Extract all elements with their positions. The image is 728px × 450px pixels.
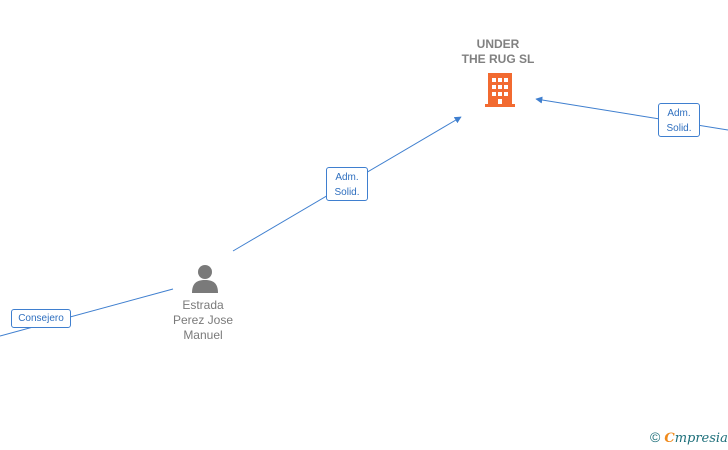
edge-label-adm-solid[interactable]: Adm.Solid. [326, 167, 368, 201]
edge-label-adm-solid-right[interactable]: Adm.Solid. [658, 103, 700, 137]
edge-left-to-person [0, 288, 174, 337]
empresia-logo: Cmpresia [664, 431, 728, 446]
edge-label-consejero[interactable]: Consejero [11, 309, 71, 328]
empresia-watermark: ©Cmpresia [650, 429, 728, 446]
person-icon[interactable] [192, 265, 218, 293]
building-icon[interactable] [485, 73, 515, 107]
copyright-icon: © [650, 429, 661, 445]
